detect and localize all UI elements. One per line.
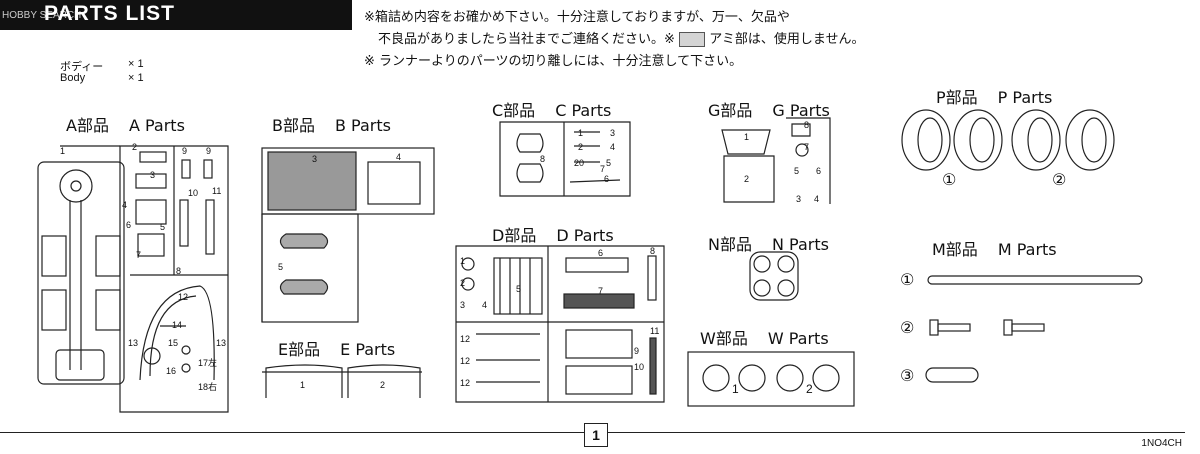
a-part-number: 2 — [132, 142, 138, 152]
note-line-2a: 不良品がありましたら当社までご連絡ください。※ — [378, 32, 675, 47]
mesh-area-swatch — [679, 32, 706, 47]
c-part-number: 4 — [610, 142, 616, 152]
b-parts-runner — [261, 147, 435, 323]
a-part-number: 10 — [188, 188, 199, 198]
g-part-number: 3 — [796, 194, 802, 204]
g-part-number: 8 — [804, 120, 810, 130]
c-part-number: 8 — [540, 154, 546, 164]
m-callout-3: ③ — [900, 366, 915, 385]
a-part-number: 13 — [216, 338, 227, 348]
w-part-number: 2 — [806, 382, 813, 396]
g-part-number: 1 — [744, 132, 750, 142]
a-part-number: 3 — [150, 170, 156, 180]
d-part-number: 11 — [650, 326, 660, 336]
b-part-number: 5 — [278, 262, 284, 272]
p-callout-2: ② — [1052, 170, 1067, 189]
a-part-number: 4 — [122, 200, 128, 210]
watermark: HOBBY SEARCH — [2, 10, 82, 21]
a-part-number: 17左 — [198, 358, 218, 368]
c-part-number: 6 — [604, 174, 610, 184]
a-part-number: 1 — [60, 146, 66, 156]
g-part-number: 7 — [804, 142, 810, 152]
c-parts-runner — [499, 121, 631, 197]
d-part-number: 10 — [634, 362, 645, 372]
body-qty-jp: × 1 — [128, 58, 144, 70]
d-part-number: 12 — [460, 356, 471, 366]
d-part-number: 1 — [460, 256, 466, 266]
d-part-number: 9 — [634, 346, 640, 356]
m-callout-1: ① — [900, 270, 915, 289]
body-jp: ボディー — [60, 61, 104, 73]
g-parts-runner — [721, 117, 831, 204]
b-part-number: 4 — [396, 152, 402, 162]
d-part-number: 7 — [598, 286, 604, 296]
a-part-number: 13 — [128, 338, 139, 348]
note-line-2b: アミ部は、使用しません。 — [709, 32, 865, 47]
a-part-number: 16 — [166, 366, 177, 376]
d-part-number: 12 — [460, 334, 471, 344]
header-bar: HOBBY SEARCH PARTS LIST — [0, 0, 352, 30]
m-callout-2: ② — [900, 318, 915, 337]
d-part-number: 5 — [516, 284, 522, 294]
note-line-1: ※箱詰め内容をお確かめ下さい。十分注意しておりますが、万一、欠品や — [364, 10, 790, 25]
w-parts — [687, 351, 855, 407]
d-parts-runner — [455, 245, 665, 403]
a-part-number: 18右 — [198, 382, 218, 392]
g-part-number: 4 — [814, 194, 820, 204]
m-parts — [925, 275, 1143, 383]
e-part-number: 2 — [380, 380, 386, 390]
n-parts-wheel — [749, 251, 799, 301]
a-part-number: 14 — [172, 320, 183, 330]
body-qty-en: × 1 — [128, 72, 144, 84]
document-code: 1NO4CH — [1141, 438, 1182, 449]
a-part-number: 15 — [168, 338, 179, 348]
a-part-number: 12 — [178, 292, 189, 302]
p-callout-1: ① — [942, 170, 957, 189]
w-part-number: 1 — [732, 382, 739, 396]
c-part-number: 3 — [610, 128, 616, 138]
b-part-number: 3 — [312, 154, 318, 164]
e-part-number: 1 — [300, 380, 306, 390]
p-parts-tires — [901, 109, 1115, 171]
c-part-number: 1 — [578, 128, 584, 138]
a-part-number: 9 — [182, 146, 188, 156]
a-part-number: 7 — [136, 250, 142, 260]
g-part-number: 5 — [794, 166, 800, 176]
g-part-number: 2 — [744, 174, 750, 184]
c-part-number: 5 — [606, 158, 612, 168]
c-part-number: 20 — [574, 158, 585, 168]
d-part-number: 6 — [598, 248, 604, 258]
c-part-number: 2 — [578, 142, 584, 152]
a-parts-runner — [37, 145, 229, 413]
d-part-number: 8 — [650, 246, 656, 256]
a-part-number: 5 — [160, 222, 166, 232]
page-number: 1 — [584, 423, 608, 447]
body-en: Body — [60, 72, 86, 84]
a-part-number: 8 — [176, 266, 182, 276]
page-title: PARTS LIST — [44, 2, 175, 25]
a-part-number: 11 — [212, 186, 222, 196]
note-line-3: ※ ランナーよりのパーツの切り離しには、十分注意して下さい。 — [364, 54, 743, 69]
a-part-number: 9 — [206, 146, 212, 156]
g-part-number: 6 — [816, 166, 822, 176]
c-part-number: 7 — [600, 164, 606, 174]
a-part-number: 6 — [126, 220, 132, 230]
d-part-number: 3 — [460, 300, 466, 310]
d-part-number: 2 — [460, 278, 466, 288]
d-part-number: 4 — [482, 300, 488, 310]
e-parts-runner — [262, 364, 422, 398]
d-part-number: 12 — [460, 378, 471, 388]
note-line-2: 不良品がありましたら当社までご連絡ください。※ アミ部は、使用しません。 — [378, 28, 865, 47]
